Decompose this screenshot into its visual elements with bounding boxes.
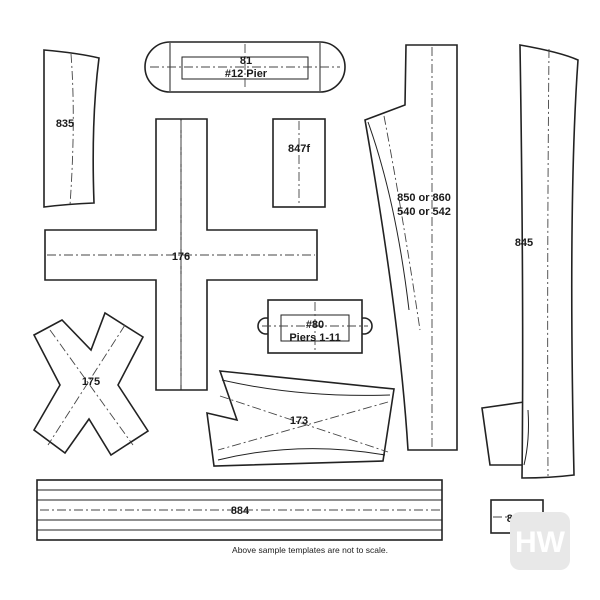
logo-text: HW bbox=[515, 526, 566, 559]
label-12-pier: #12 Pier bbox=[225, 68, 268, 80]
template-850-860: 850 or 860 540 or 542 bbox=[364, 44, 458, 451]
template-81-pier: 81 #12 Pier bbox=[144, 41, 346, 93]
label-847f: 847f bbox=[288, 143, 310, 155]
scale-note: Above sample templates are not to scale. bbox=[232, 545, 388, 555]
template-835: 835 bbox=[43, 49, 100, 208]
template-175: 175 bbox=[32, 311, 150, 457]
label-845: 845 bbox=[515, 237, 533, 249]
template-884: 884 bbox=[36, 479, 443, 541]
template-176: 176 bbox=[44, 118, 318, 391]
label-175: 175 bbox=[82, 376, 100, 388]
hw-watermark-logo: HW bbox=[510, 512, 570, 570]
template-847f: 847f bbox=[272, 118, 326, 208]
label-835: 835 bbox=[56, 118, 74, 130]
template-173: 173 bbox=[206, 370, 395, 467]
label-540-542: 540 or 542 bbox=[397, 206, 451, 218]
label-176: 176 bbox=[172, 251, 190, 263]
label-piers-1-11: Piers 1-11 bbox=[289, 332, 340, 344]
template-845: 845 bbox=[481, 44, 579, 479]
template-80-piers: #80 Piers 1-11 bbox=[257, 299, 373, 354]
label-884: 884 bbox=[231, 505, 250, 517]
label-80: #80 bbox=[306, 319, 324, 331]
label-850-860: 850 or 860 bbox=[397, 192, 451, 204]
label-81: 81 bbox=[240, 55, 252, 67]
label-173: 173 bbox=[290, 415, 308, 427]
